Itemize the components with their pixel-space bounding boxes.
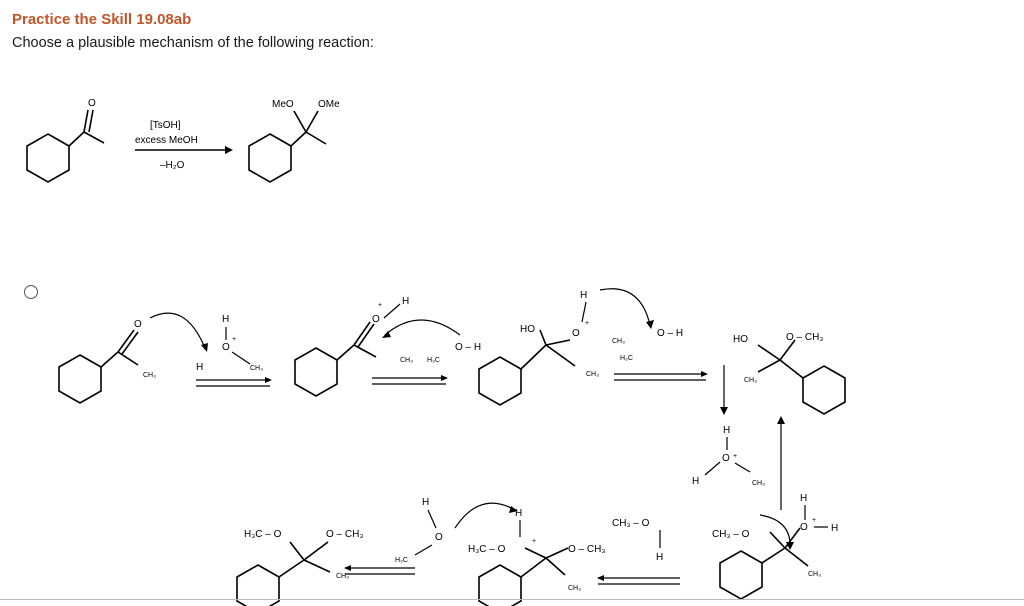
svg-text:O: O	[722, 453, 730, 464]
mech-o-1: O	[134, 319, 142, 330]
reagent-solvent: excess MeOH	[135, 135, 198, 146]
svg-text:O – H: O – H	[657, 328, 683, 339]
svg-text:+: +	[733, 453, 737, 460]
svg-text:+: +	[378, 302, 382, 309]
svg-text:H: H	[692, 476, 699, 487]
mech-ring-5	[719, 550, 763, 600]
svg-text:H: H	[402, 296, 409, 307]
svg-text:O: O	[372, 314, 380, 325]
svg-text:O – CH₃: O – CH₃	[568, 544, 605, 555]
curved-arrow-3	[599, 288, 651, 326]
mech-ring-3	[478, 356, 522, 406]
svg-text:HO: HO	[733, 334, 748, 345]
svg-text:H: H	[422, 497, 429, 508]
svg-text:H: H	[196, 362, 203, 373]
svg-text:+: +	[812, 517, 816, 524]
svg-text:O – CH₃: O – CH₃	[786, 332, 823, 343]
reactant-oxygen: O	[88, 98, 96, 109]
svg-text:CH₃: CH₃	[612, 338, 625, 345]
svg-text:H: H	[515, 508, 522, 519]
svg-text:H: H	[656, 552, 663, 563]
svg-text:H₃C: H₃C	[395, 557, 408, 564]
svg-text:H: H	[222, 314, 229, 325]
svg-text:+: +	[532, 538, 536, 545]
question-text: Choose a plausible mechanism of the foll…	[12, 35, 374, 51]
page-title: Practice the Skill 19.08ab	[12, 11, 192, 28]
svg-text:HO: HO	[520, 324, 535, 335]
svg-text:O: O	[222, 342, 230, 353]
svg-text:O – H: O – H	[455, 342, 481, 353]
svg-text:O – CH₃: O – CH₃	[326, 529, 363, 540]
svg-text:+: +	[585, 320, 589, 327]
bottom-divider	[0, 599, 1024, 600]
mech-ring-4	[802, 365, 846, 415]
svg-text:+: +	[232, 336, 236, 343]
svg-text:CH₃: CH₃	[568, 585, 581, 592]
curved-arrow-6	[454, 502, 516, 529]
svg-text:CH₃: CH₃	[744, 377, 757, 384]
svg-text:H₃C – O: H₃C – O	[244, 529, 282, 540]
byproduct: –H₂O	[160, 160, 185, 171]
svg-text:CH₃: CH₃	[752, 480, 765, 487]
svg-text:CH₃: CH₃	[143, 372, 156, 379]
svg-text:O: O	[572, 328, 580, 339]
svg-text:CH₃: CH₃	[586, 371, 599, 378]
svg-text:H: H	[580, 290, 587, 301]
svg-text:H₃C: H₃C	[427, 357, 440, 364]
svg-text:CH₃ – O: CH₃ – O	[612, 518, 650, 529]
svg-text:CH₃: CH₃	[808, 571, 821, 578]
svg-text:CH₃: CH₃	[250, 365, 263, 372]
svg-text:H: H	[800, 493, 807, 504]
product-meo: MeO	[272, 99, 294, 110]
mech-ring-1	[58, 354, 102, 404]
svg-text:O: O	[435, 532, 443, 543]
curved-arrow-5	[759, 514, 791, 546]
svg-text:H₃C: H₃C	[620, 355, 633, 362]
product-ome: OMe	[318, 99, 340, 110]
curved-arrow-2	[384, 319, 461, 336]
svg-text:O: O	[800, 522, 808, 533]
svg-text:H: H	[831, 523, 838, 534]
curved-arrow-1	[149, 312, 206, 349]
svg-text:CH₃: CH₃	[400, 357, 413, 364]
svg-text:CH₃ – O: CH₃ – O	[712, 529, 750, 540]
option-radio[interactable]	[24, 285, 38, 299]
reagent-catalyst: [TsOH]	[150, 120, 181, 131]
svg-text:H: H	[723, 425, 730, 436]
svg-text:H₃C – O: H₃C – O	[468, 544, 506, 555]
svg-text:CH₃: CH₃	[336, 573, 349, 580]
mech-ring-2	[294, 347, 338, 397]
